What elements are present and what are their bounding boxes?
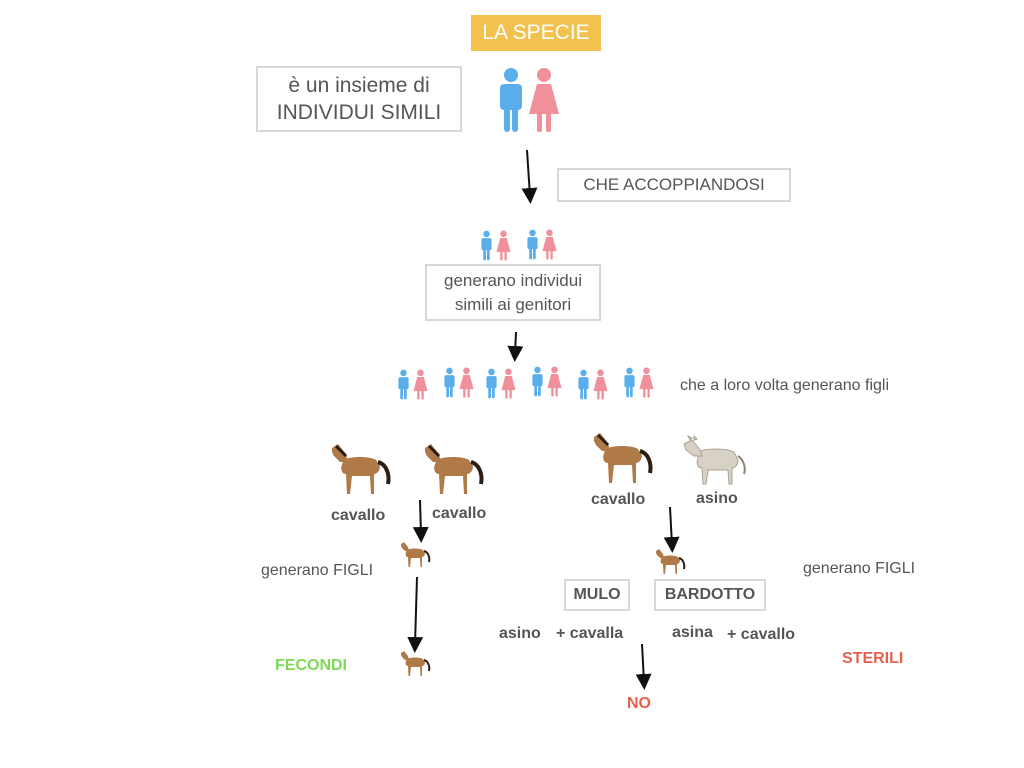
female-person-icon [593, 369, 608, 400]
female-person-icon [501, 368, 516, 399]
male-person-icon [486, 368, 497, 399]
male-person-icon [624, 367, 635, 398]
mulo-parent2: + cavalla [556, 625, 624, 642]
fecondi-label: FECONDI [275, 657, 347, 674]
donkey-icon [683, 434, 746, 485]
male-person-icon [444, 367, 455, 398]
definition-line2: INDIVIDUI SIMILI [276, 101, 442, 124]
bardotto-parent1: asina [672, 624, 713, 641]
male-person-icon [527, 229, 538, 260]
foal-icon [401, 542, 431, 567]
sterili-label: STERILI [842, 650, 904, 667]
male-person-icon [398, 369, 409, 400]
definition-line1: è un insieme di [288, 74, 430, 97]
left-horse2-label: cavallo [432, 505, 487, 522]
left-horse1-label: cavallo [331, 507, 386, 524]
arrow [507, 331, 524, 362]
horse-icon [332, 444, 391, 494]
right-horse-label: cavallo [591, 491, 646, 508]
left-offspring-text: generano FIGLI [261, 562, 374, 579]
male-person-icon [500, 68, 522, 132]
female-person-icon [413, 369, 428, 400]
bardotto-box: BARDOTTO [654, 579, 766, 611]
female-person-icon [529, 68, 559, 132]
male-person-icon [532, 366, 543, 397]
female-person-icon [496, 230, 511, 261]
next-generation-text: che a loro volta generano figli [680, 377, 890, 394]
male-person-icon [481, 230, 492, 261]
male-person-icon [578, 369, 589, 400]
arrow [521, 149, 538, 204]
horse-icon [425, 444, 484, 494]
arrow [635, 643, 652, 690]
mulo-parent1: asino [499, 625, 541, 642]
foal-icon [656, 549, 686, 574]
mulo-box: MULO [564, 579, 630, 611]
generate-line2: simili ai genitori [454, 294, 572, 314]
definition-box: è un insieme di INDIVIDUI SIMILI [256, 66, 462, 132]
generate-box: generano individui simili ai genitori [425, 264, 601, 321]
female-person-icon [459, 367, 474, 398]
foal-icon [401, 651, 431, 676]
right-offspring-text: generano FIGLI [803, 560, 916, 577]
female-person-icon [542, 229, 557, 260]
generate-line1: generano individui [444, 270, 582, 290]
arrow [412, 499, 429, 543]
arrow [407, 576, 424, 653]
right-donkey-label: asino [696, 490, 738, 507]
female-person-icon [547, 366, 562, 397]
title-badge: LA SPECIE [471, 15, 601, 51]
arrow [663, 506, 680, 553]
no-label: NO [627, 695, 651, 712]
bardotto-parent2: + cavallo [727, 626, 796, 643]
horse-icon [594, 433, 653, 483]
coupling-box: CHE ACCOPPIANDOSI [557, 168, 791, 202]
female-person-icon [639, 367, 654, 398]
